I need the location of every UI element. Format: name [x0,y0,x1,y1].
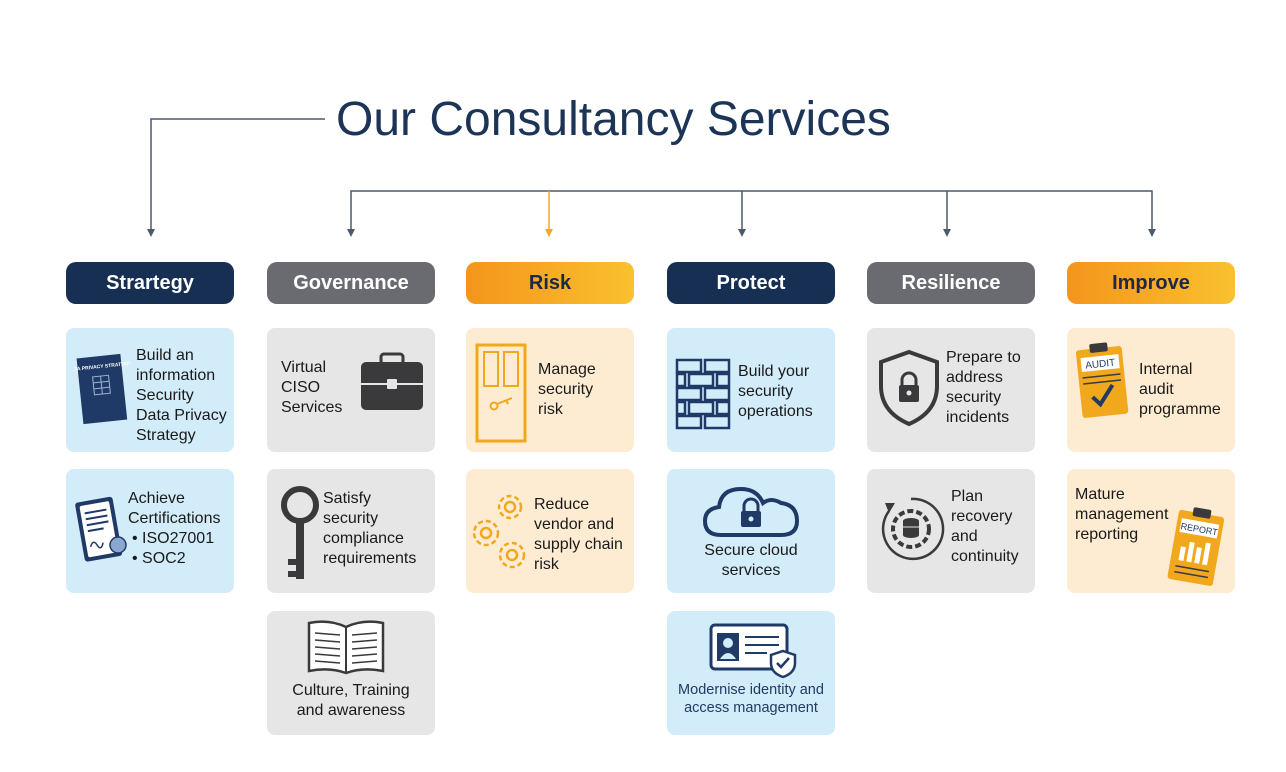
certificate-icon [75,496,127,562]
open-book-icon [307,620,385,675]
cloud-lock-icon [702,486,800,537]
recovery-gear-icon [881,497,945,561]
header-improve: Improve [1067,262,1235,304]
brick-wall-icon [675,358,731,430]
arrowhead-protect [738,229,746,237]
door-with-key-icon [475,343,527,443]
arrowhead-resilience [943,229,951,237]
connector-bus [350,190,1153,232]
briefcase-icon [361,352,423,410]
id-card-icon [709,623,797,679]
report-clipboard-icon: REPORT [1167,507,1225,586]
arrowhead-improve [1148,229,1156,237]
data-privacy-strategy-document-icon: DATA PRIVACY STRATEGY [74,353,130,425]
arrowhead-strategy [147,229,155,237]
arrowhead-governance [347,229,355,237]
key-icon [281,486,319,579]
audit-clipboard-icon: AUDIT [1075,342,1129,418]
header-protect: Protect [667,262,835,304]
gears-icon [472,494,526,569]
connector-title-strategy [150,118,325,232]
header-governance: Governance [267,262,435,304]
page-title: Our Consultancy Services [336,93,891,146]
header-strategy: Strartegy [66,262,234,304]
header-resilience: Resilience [867,262,1035,304]
arrowhead-risk [545,229,553,237]
header-risk: Risk [466,262,634,304]
shield-lock-icon [879,349,939,427]
svg-text:AUDIT: AUDIT [1085,358,1116,372]
